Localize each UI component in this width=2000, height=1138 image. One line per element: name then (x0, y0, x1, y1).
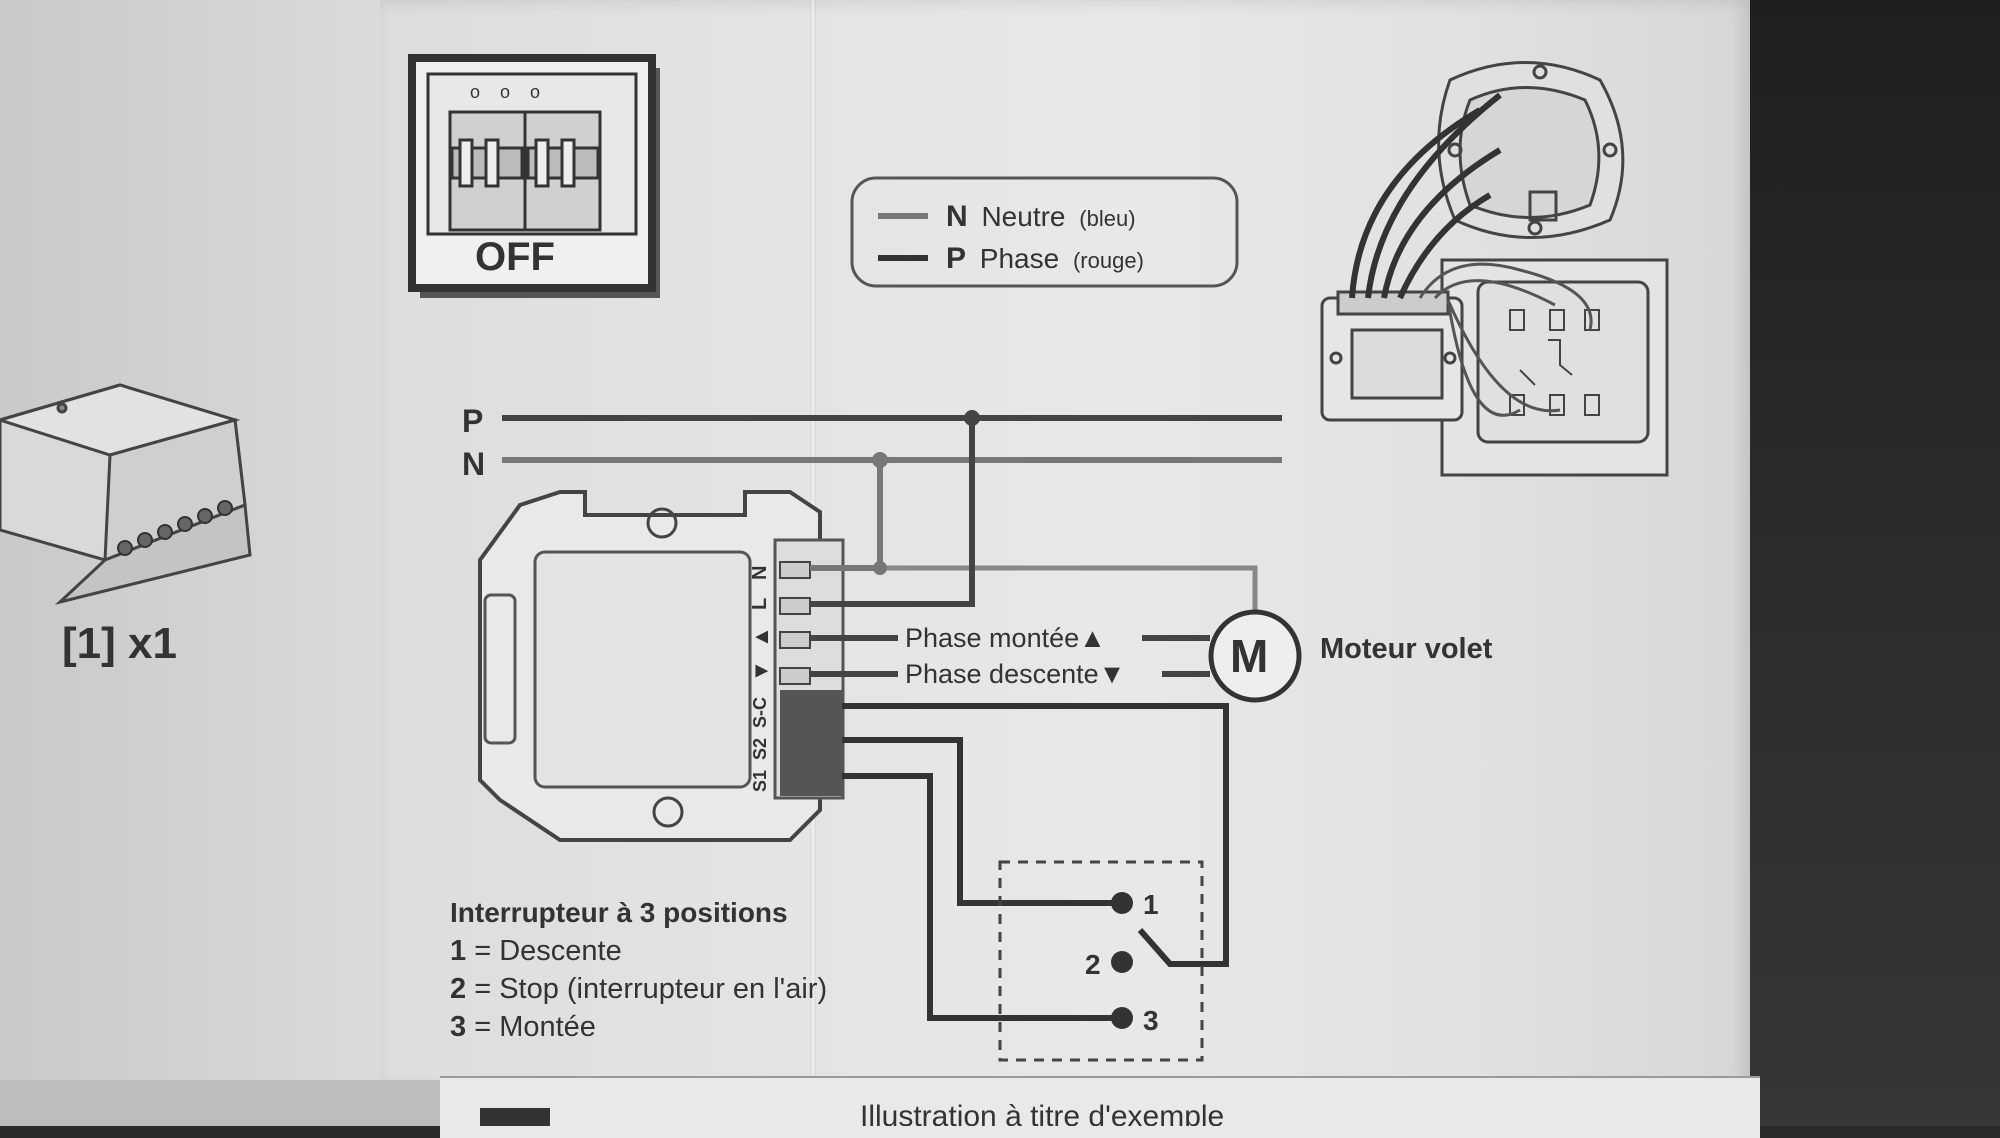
legend-neutral: N Neutre (bleu) (946, 200, 1136, 233)
neutral-junction (872, 452, 888, 468)
switch-pos-1: 1 (1143, 889, 1159, 920)
wire-legend: N Neutre (bleu) P Phase (rouge) (850, 176, 1239, 288)
switch-option-3: 3 = Montée (450, 1011, 596, 1043)
part-reference: [1] x1 (62, 619, 177, 668)
svg-text:o: o (530, 82, 540, 102)
motor-letter: M (1230, 630, 1268, 682)
motor-label: Moteur volet (1320, 633, 1493, 665)
section-letter-fragment (480, 1108, 550, 1126)
dark-background (1750, 0, 2000, 1126)
svg-text:o: o (470, 82, 480, 102)
svg-text:S2: S2 (750, 738, 770, 760)
svg-text:S-C: S-C (750, 697, 770, 728)
phase-junction (964, 410, 980, 426)
terminal-labels: N L ▲ ▼ S-C S2 S1 (748, 566, 773, 792)
breaker-off-icon: o o o OFF (408, 54, 660, 298)
module-product-icon (0, 383, 252, 605)
installation-illustration (1320, 61, 1669, 477)
motor-symbol: M (1208, 609, 1302, 703)
neutral-line-label: N (462, 446, 485, 482)
phase-line-label: P (462, 403, 483, 439)
svg-text:▲: ▲ (748, 626, 773, 648)
phase-up-label: Phase montée▲ (905, 623, 1106, 653)
svg-text:o: o (500, 82, 510, 102)
switch-pos-3: 3 (1143, 1005, 1159, 1036)
svg-text:S1: S1 (750, 770, 770, 792)
footer-caption: Illustration à titre d'exemple (860, 1100, 1224, 1126)
breaker-off-label: OFF (475, 235, 555, 279)
module-wires (810, 418, 1258, 1021)
legend-phase: P Phase (rouge) (946, 242, 1144, 275)
switch-title: Interrupteur à 3 positions (450, 897, 788, 928)
svg-text:N: N (749, 566, 771, 580)
phase-down-label: Phase descente▼ (905, 659, 1125, 689)
switch-description: Interrupteur à 3 positions 1 = Descente … (450, 897, 827, 1043)
switch-option-1: 1 = Descente (450, 935, 622, 967)
neutral-junction-2 (873, 561, 887, 575)
svg-text:L: L (749, 598, 771, 610)
three-position-switch: 1 2 3 (998, 860, 1204, 1062)
module-body: N L ▲ ▼ S-C S2 S1 (478, 490, 845, 842)
switch-pos-2: 2 (1085, 949, 1101, 980)
svg-text:▼: ▼ (748, 660, 773, 682)
switch-option-2: 2 = Stop (interrupteur en l'air) (450, 973, 827, 1005)
